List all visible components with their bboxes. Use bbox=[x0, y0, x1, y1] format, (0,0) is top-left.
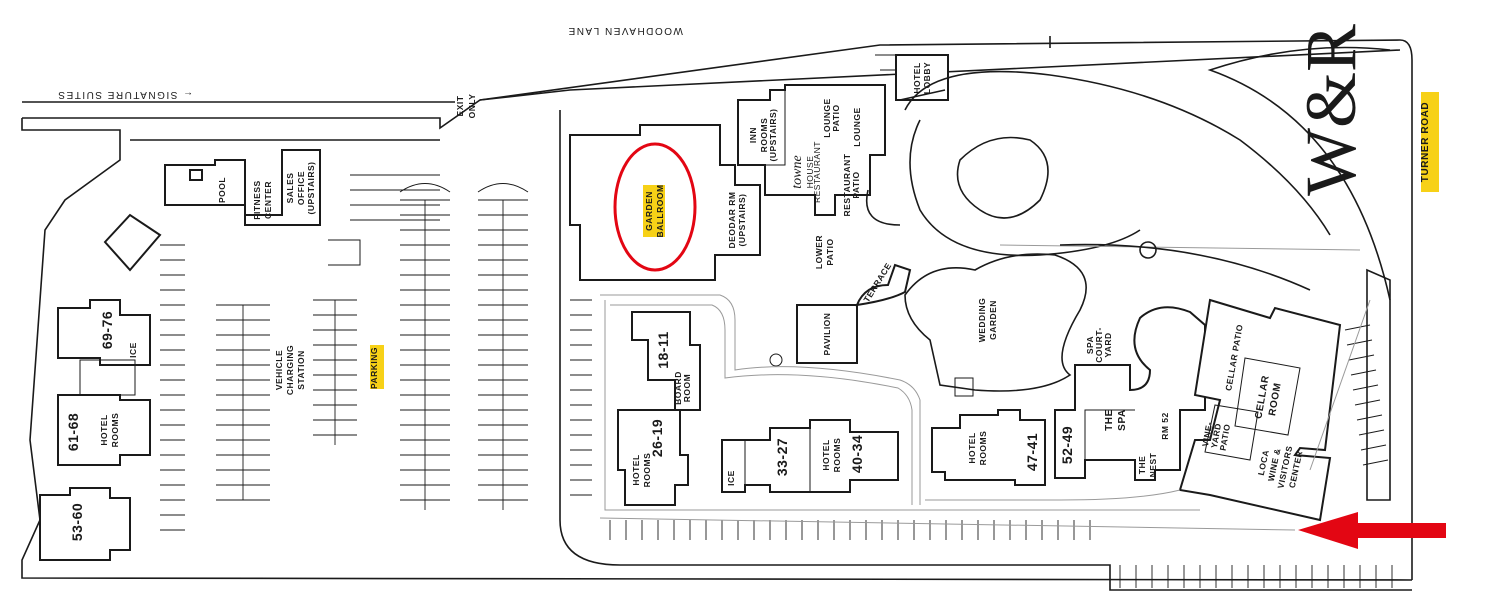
svg-text:ROOMS: ROOMS bbox=[759, 118, 769, 153]
highlight-circle bbox=[613, 142, 697, 272]
svg-text:PATIO: PATIO bbox=[825, 238, 835, 265]
svg-text:YARD: YARD bbox=[1103, 332, 1113, 357]
svg-text:ROOMS: ROOMS bbox=[642, 453, 652, 488]
svg-text:NEST: NEST bbox=[1148, 452, 1158, 477]
svg-text:EXIT: EXIT bbox=[455, 95, 465, 116]
parking-lot bbox=[160, 183, 1393, 588]
svg-text:HOTEL: HOTEL bbox=[99, 414, 109, 445]
svg-text:LOBBY: LOBBY bbox=[922, 62, 932, 94]
svg-text:SALES: SALES bbox=[285, 173, 295, 204]
inn-lounge-building bbox=[737, 54, 949, 216]
circular-drive bbox=[866, 70, 1361, 291]
garden-ballroom-label: GARDEN BALLROOM bbox=[644, 184, 665, 237]
svg-text:PATIO: PATIO bbox=[831, 104, 841, 131]
towne-house-logo: towne HOUSE RESTAURANT bbox=[790, 141, 822, 203]
svg-text:GARDEN: GARDEN bbox=[988, 300, 998, 340]
loca-cellar-building bbox=[1178, 298, 1342, 522]
charging-station-label: VEHICLE CHARGING STATION bbox=[274, 345, 306, 395]
svg-text:61-68: 61-68 bbox=[65, 413, 81, 451]
svg-text:(UPSTAIRS): (UPSTAIRS) bbox=[768, 108, 778, 161]
svg-text:SPA: SPA bbox=[1117, 409, 1128, 431]
svg-text:33-27: 33-27 bbox=[774, 438, 790, 476]
site-boundary bbox=[21, 36, 1413, 591]
svg-text:(UPSTAIRS): (UPSTAIRS) bbox=[306, 161, 316, 214]
svg-text:PATIO: PATIO bbox=[1218, 423, 1233, 452]
road-label-turner: TURNER ROAD bbox=[1420, 92, 1439, 192]
svg-text:52-49: 52-49 bbox=[1059, 426, 1075, 464]
pool-fitness-building bbox=[103, 149, 440, 272]
svg-text:PARKING: PARKING bbox=[369, 347, 379, 389]
svg-text:THE: THE bbox=[1137, 456, 1147, 475]
svg-text:ROOM: ROOM bbox=[682, 374, 692, 402]
svg-text:ROOMS: ROOMS bbox=[978, 431, 988, 466]
svg-text:VINE-: VINE- bbox=[1200, 421, 1214, 448]
svg-text:CHARGING: CHARGING bbox=[285, 345, 295, 395]
building-33-27-40-34 bbox=[721, 419, 899, 493]
svg-text:RESTAURANT: RESTAURANT bbox=[842, 153, 852, 216]
svg-text:GARDEN: GARDEN bbox=[644, 191, 654, 231]
svg-text:26-19: 26-19 bbox=[649, 419, 665, 457]
svg-text:47-41: 47-41 bbox=[1024, 433, 1040, 471]
svg-text:LOUNGE: LOUNGE bbox=[822, 98, 832, 137]
svg-text:RM 52: RM 52 bbox=[1160, 412, 1170, 440]
svg-text:(UPSTAIRS): (UPSTAIRS) bbox=[737, 193, 747, 246]
building-47-41 bbox=[931, 409, 1046, 486]
svg-text:YARD: YARD bbox=[1209, 422, 1223, 449]
svg-text:HOTEL: HOTEL bbox=[967, 432, 977, 463]
pavilion-building bbox=[796, 263, 912, 364]
svg-text:ROOMS: ROOMS bbox=[832, 438, 842, 473]
svg-text:POOL: POOL bbox=[217, 177, 227, 203]
road-label-signature: ← SIGNATURE SUITES bbox=[57, 89, 193, 100]
red-direction-arrow bbox=[1298, 512, 1446, 549]
svg-text:TURNER ROAD: TURNER ROAD bbox=[1420, 102, 1431, 183]
svg-text:INN: INN bbox=[748, 127, 758, 143]
svg-text:40-34: 40-34 bbox=[849, 435, 865, 473]
svg-text:HOTEL: HOTEL bbox=[912, 62, 922, 93]
svg-text:BALLROOM: BALLROOM bbox=[655, 184, 665, 237]
interior-walkways bbox=[599, 294, 1371, 531]
svg-text:RESTAURANT: RESTAURANT bbox=[812, 141, 822, 203]
svg-text:69-76: 69-76 bbox=[99, 311, 115, 349]
svg-text:DEODAR RM: DEODAR RM bbox=[727, 192, 737, 249]
svg-text:STATION: STATION bbox=[296, 350, 306, 390]
parking-tag: PARKING bbox=[369, 345, 384, 389]
svg-text:LOUNGE: LOUNGE bbox=[852, 107, 862, 146]
svg-text:HOTEL: HOTEL bbox=[631, 454, 641, 485]
building-26-19 bbox=[617, 409, 689, 506]
svg-text:OFFICE: OFFICE bbox=[296, 171, 306, 205]
svg-text:HOTEL: HOTEL bbox=[821, 439, 831, 470]
svg-text:53-60: 53-60 bbox=[69, 503, 85, 541]
road-label-woodhaven: WOODHAVEN LANE bbox=[567, 25, 683, 36]
svg-text:towne: towne bbox=[790, 155, 805, 188]
svg-text:FITNESS: FITNESS bbox=[252, 180, 262, 219]
svg-text:ROOMS: ROOMS bbox=[110, 413, 120, 448]
svg-text:SPA: SPA bbox=[1085, 336, 1095, 354]
svg-text:PAVILION: PAVILION bbox=[822, 313, 832, 356]
svg-text:COURT-: COURT- bbox=[1094, 327, 1104, 363]
building-53-60 bbox=[39, 487, 131, 561]
svg-text:HOUSE: HOUSE bbox=[805, 156, 815, 189]
svg-text:ICE: ICE bbox=[726, 470, 736, 486]
exit-only-label: EXIT ONLY bbox=[455, 94, 477, 119]
svg-text:VEHICLE: VEHICLE bbox=[274, 350, 284, 390]
building-61-68 bbox=[57, 394, 151, 466]
svg-text:THE: THE bbox=[1104, 409, 1115, 431]
logo-mark: W&R bbox=[1291, 24, 1371, 196]
svg-text:18-11: 18-11 bbox=[655, 331, 671, 369]
svg-text:ICE: ICE bbox=[128, 342, 138, 358]
svg-text:CENTER: CENTER bbox=[263, 181, 273, 219]
svg-text:LOWER: LOWER bbox=[814, 235, 824, 269]
spa-building bbox=[1054, 306, 1206, 481]
svg-text:PATIO: PATIO bbox=[851, 171, 861, 198]
wedding-garden-outline bbox=[904, 253, 1087, 392]
building-69-76 bbox=[57, 299, 151, 396]
svg-text:ONLY: ONLY bbox=[467, 94, 477, 119]
svg-text:WEDDING: WEDDING bbox=[977, 298, 987, 343]
svg-text:BOARD: BOARD bbox=[673, 371, 683, 405]
